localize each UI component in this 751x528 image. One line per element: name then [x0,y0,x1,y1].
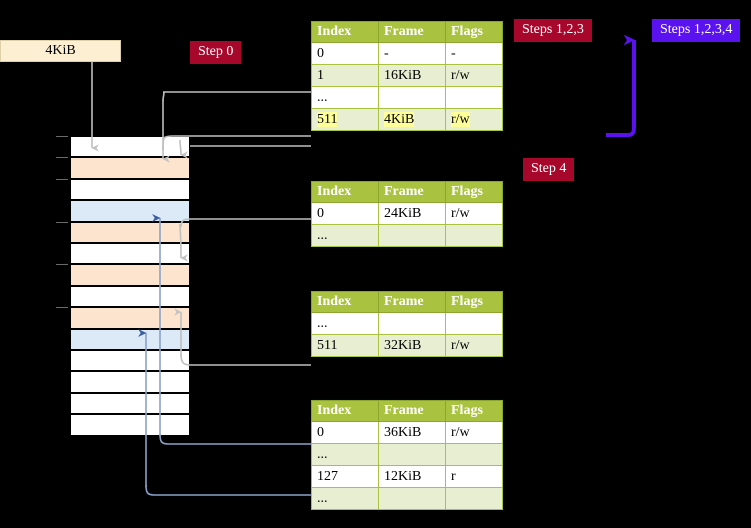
memory-tick [56,264,68,266]
table-cell: ... [311,224,379,247]
table-cell [378,312,446,335]
highlighted-value: r/w [451,111,470,127]
column-header-frame: Frame [378,21,446,43]
table-row: ... [311,224,503,247]
column-header-index: Index [311,21,379,43]
column-header-flags: Flags [445,181,503,203]
wire-purple-group [606,34,636,137]
column-header-flags: Flags [445,21,503,43]
memory-frame-row [70,200,190,222]
table-cell: 36KiB [378,421,446,444]
table-cell: 24KiB [378,202,446,225]
wire-step0-corner [162,91,165,102]
memory-frame-row [70,157,190,179]
column-header-flags: Flags [445,291,503,313]
memory-tick [56,307,68,309]
memory-frame-row [70,243,190,265]
table-cell: r/w [445,202,503,225]
table-cell [445,487,503,510]
table-row: ... [311,487,503,510]
column-header-index: Index [311,291,379,313]
table-cell: 1 [311,64,379,87]
memory-frame-row [70,136,190,158]
table-cell [378,443,446,466]
memory-frame-row [70,285,190,308]
column-header-flags: Flags [445,400,503,422]
table-row: ... [311,312,503,335]
table-row: 0-- [311,42,503,65]
table-cell: r/w [445,108,503,131]
table-cell: - [378,42,446,65]
table-cell [378,86,446,109]
table-cell: 4KiB [378,108,446,131]
memory-frame-row [70,350,190,372]
memory-size-box: 4KiB [0,40,121,62]
table-cell [378,487,446,510]
column-header-index: Index [311,181,379,203]
column-header-index: Index [311,400,379,422]
wire-steps-loop [606,34,636,137]
table-cell: 0 [311,202,379,225]
physical-memory-column [56,136,190,436]
memory-frame-row [70,221,190,243]
table-cell: 32KiB [378,334,446,357]
table-cell: - [445,42,503,65]
table-row: ... [311,86,503,109]
table-cell [445,224,503,247]
memory-tick [56,221,68,223]
column-header-frame: Frame [378,291,446,313]
memory-frame-row [70,178,190,201]
memory-tick [56,157,68,159]
column-header-frame: Frame [378,181,446,203]
table-cell: 0 [311,421,379,444]
memory-size-label: 4KiB [45,43,76,58]
table-cell [445,312,503,335]
table-cell: 511 [311,108,379,131]
table-cell: ... [311,86,379,109]
badge-step-4: Step 4 [523,158,575,181]
table-cell: 16KiB [378,64,446,87]
memory-frame-row [70,264,190,286]
memory-tick [56,178,68,180]
table-cell: r/w [445,334,503,357]
table-cell: 0 [311,42,379,65]
memory-tick [56,136,68,137]
table-cell: 511 [311,334,379,357]
table-cell: r/w [445,421,503,444]
table-row: 511 4KiB r/w [311,108,503,131]
memory-frame-row [70,414,190,436]
table-cell: 12KiB [378,465,446,488]
table-cell: ... [311,487,379,510]
memory-frame-row [70,371,190,393]
table-row: ... [311,443,503,466]
table-cell: r [445,465,503,488]
table-cell [445,443,503,466]
memory-frame-row [70,328,190,350]
highlighted-value: 4KiB [384,111,415,127]
memory-frame-row [70,392,190,415]
highlighted-value: 511 [317,111,338,127]
table-cell: r/w [445,64,503,87]
badge-steps-1-2-3: Steps 1,2,3 [514,19,592,42]
table-cell [445,86,503,109]
wire-pt127-out [145,484,311,496]
badge-steps-1-2-3-4: Steps 1,2,3,4 [652,19,741,42]
column-header-frame: Frame [378,400,446,422]
table-cell: ... [311,443,379,466]
table-cell: 127 [311,465,379,488]
badge-step-0: Step 0 [190,41,242,64]
table-cell: ... [311,312,379,335]
table-cell [378,224,446,247]
memory-frame-row [70,307,190,329]
